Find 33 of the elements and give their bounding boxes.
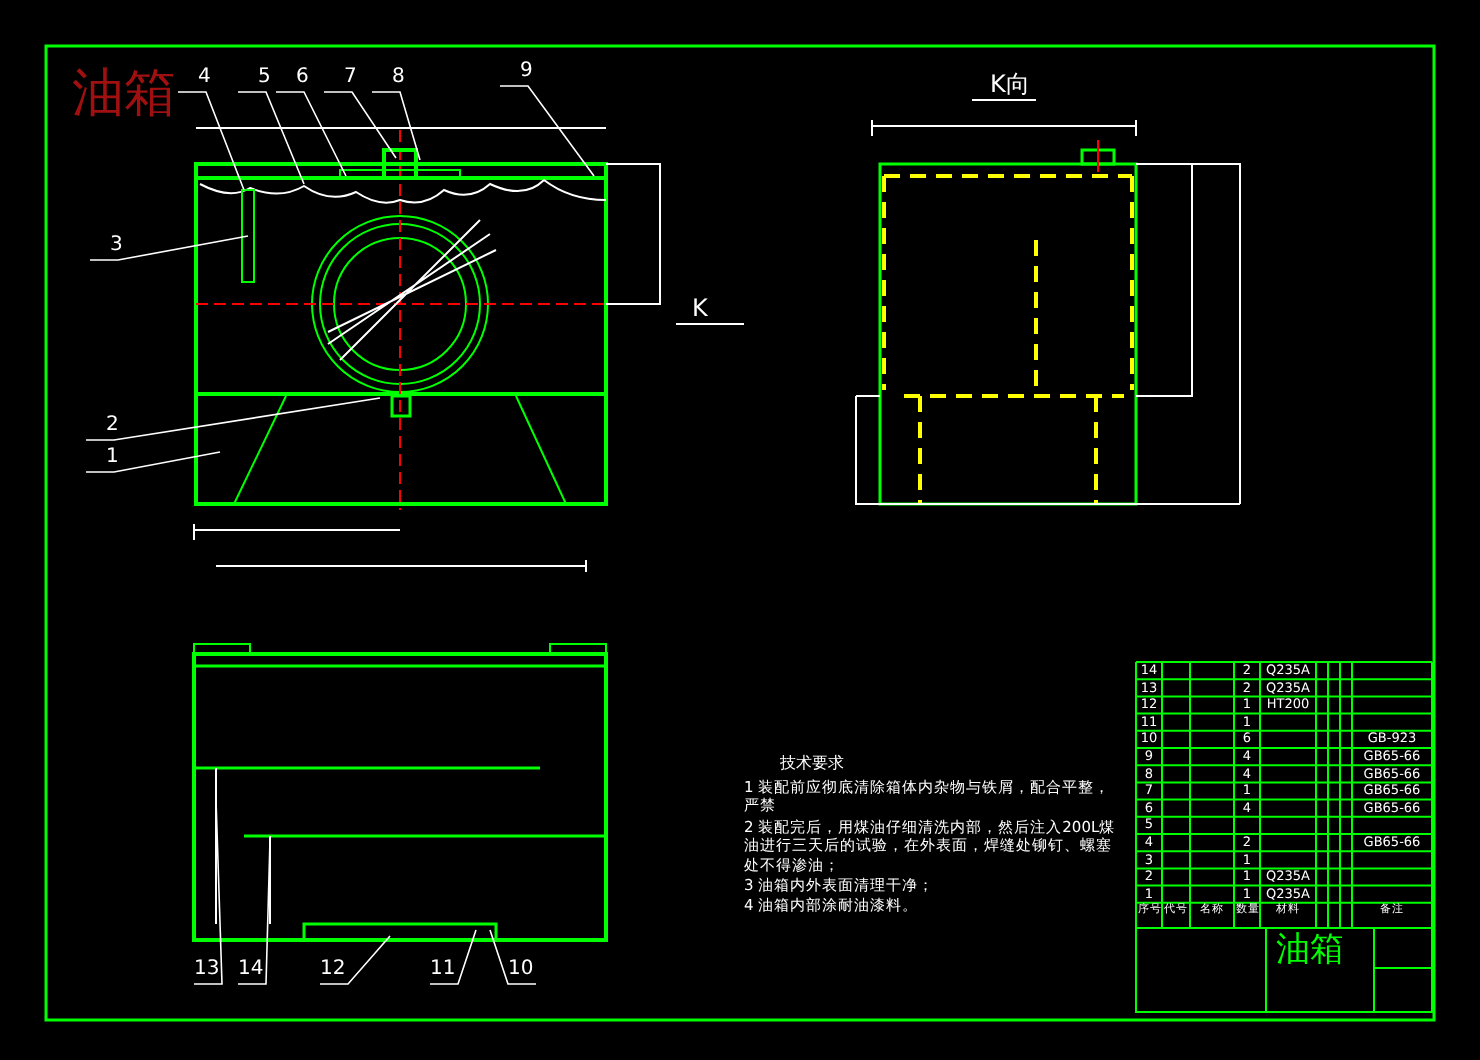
- leader-line: [177, 91, 245, 191]
- callout-number: 11: [430, 960, 456, 980]
- heading: 技术要求: [780, 756, 844, 772]
- callout-number: 12: [320, 960, 346, 980]
- leader-line: [275, 91, 347, 177]
- leader-line: [85, 451, 221, 473]
- leader-line: [89, 235, 249, 261]
- callout-number: 10: [508, 960, 534, 980]
- callout-number: 14: [238, 960, 264, 980]
- leader-line: [237, 91, 305, 185]
- callout-number: 6: [296, 68, 309, 88]
- leader-line: [237, 839, 271, 985]
- callout-number: 7: [344, 68, 357, 88]
- callout-number: 5: [258, 68, 271, 88]
- view-label: K: [692, 296, 708, 320]
- leader-line: [489, 929, 537, 985]
- leader-line: [429, 929, 477, 985]
- callout-number: 1: [106, 448, 119, 468]
- callout-number: 13: [194, 960, 220, 980]
- view-label: K向: [990, 72, 1030, 96]
- drawing-title: 油箱: [72, 68, 176, 120]
- leader-line: [371, 91, 421, 161]
- callout-number: 8: [392, 68, 405, 88]
- title-text: 油箱: [1276, 934, 1344, 968]
- callout-number: 2: [106, 416, 119, 436]
- leader-line: [323, 91, 397, 159]
- leader-line: [85, 397, 381, 441]
- leader-line: [499, 85, 595, 177]
- leader-line: [319, 935, 391, 985]
- callout-number: 9: [520, 62, 533, 82]
- leader-line: [193, 799, 223, 985]
- callout-number: 4: [198, 68, 211, 88]
- callout-number: 3: [110, 236, 123, 256]
